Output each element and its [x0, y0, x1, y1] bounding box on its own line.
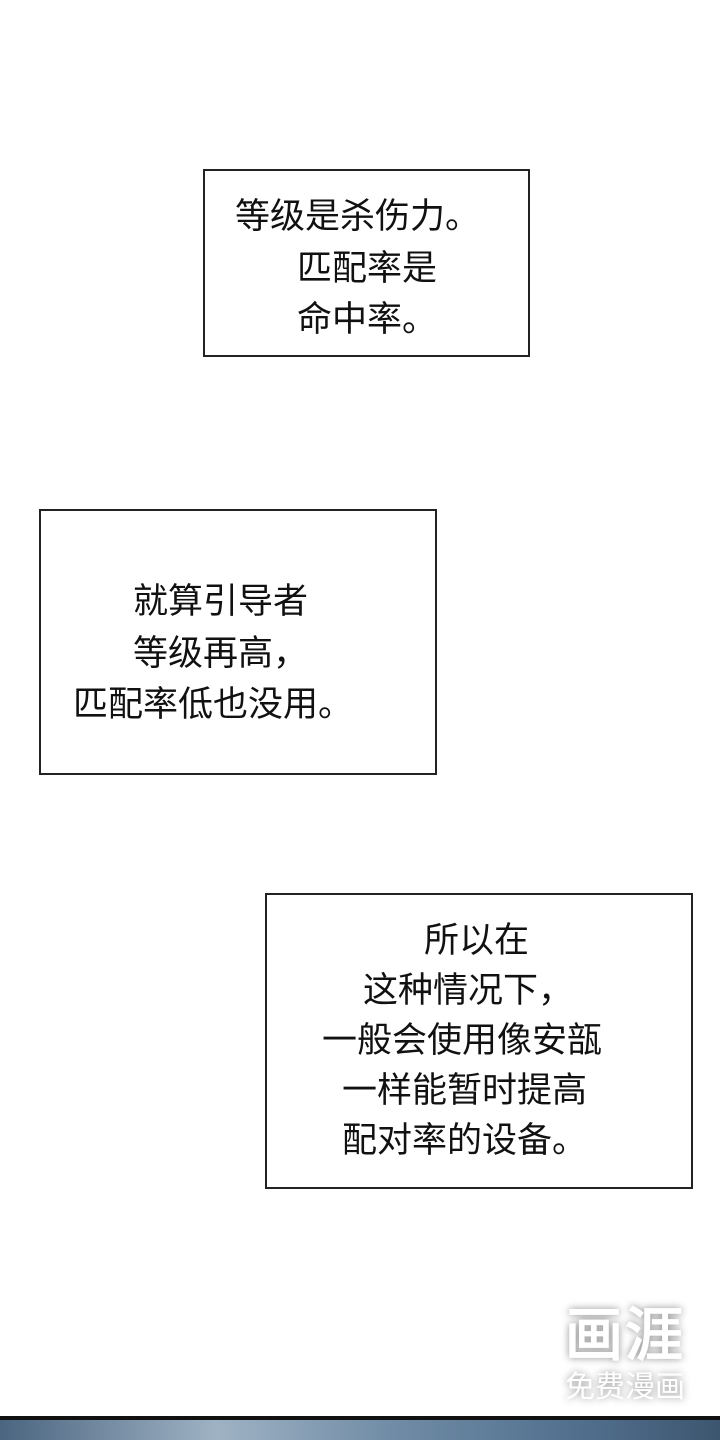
speech-box-3: 所以在 这种情况下， 一般会使用像安瓿 一样能暂时提高 配对率的设备。	[265, 893, 693, 1189]
speech-line: 等级再高，	[133, 634, 309, 674]
watermark-logo-text: 画涯	[564, 1301, 685, 1369]
speech-line: 配对率的设备。	[342, 1121, 588, 1161]
speech-line: 一般会使用像安瓿	[322, 1021, 603, 1061]
next-panel-strip	[0, 1416, 720, 1440]
speech-line: 就算引导者	[133, 582, 309, 622]
speech-line: 等级是杀伤力。	[235, 197, 481, 237]
speech-line: 一样能暂时提高	[342, 1071, 588, 1111]
speech-box-1: 等级是杀伤力。 匹配率是 命中率。	[203, 169, 530, 357]
speech-line: 匹配率是	[297, 249, 438, 289]
speech-line: 所以在	[424, 921, 530, 961]
watermark-logo: 画涯 免费漫画	[540, 1300, 710, 1406]
speech-line: 匹配率低也没用。	[73, 685, 354, 725]
speech-box-2: 就算引导者 等级再高， 匹配率低也没用。	[39, 509, 437, 775]
watermark-subtitle: 免费漫画	[565, 1370, 685, 1405]
speech-line: 这种情况下，	[363, 971, 574, 1011]
speech-line: 命中率。	[297, 300, 438, 340]
